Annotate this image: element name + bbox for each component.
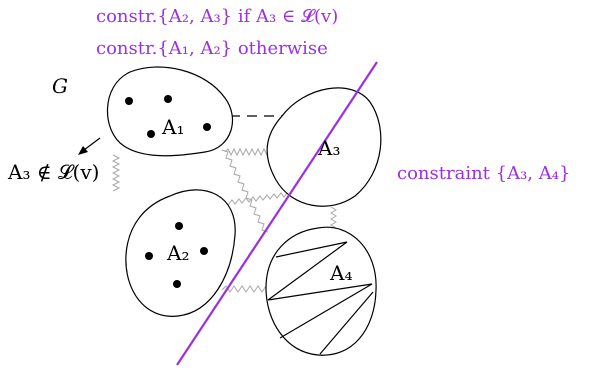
arrow-head bbox=[78, 146, 88, 155]
blob-a3 bbox=[266, 87, 382, 207]
constraint-label-line2: constr.{A₁, A₂} otherwise bbox=[96, 38, 328, 59]
vertex bbox=[145, 252, 153, 260]
constraint-right-label: constraint {A₃, A₄} bbox=[397, 163, 571, 184]
blob-a4 bbox=[265, 226, 377, 356]
wavy-edge-a2-a3 bbox=[227, 191, 292, 206]
block-label-a3: A₃ bbox=[318, 136, 341, 160]
vertex bbox=[147, 130, 155, 138]
graph-label: G bbox=[52, 74, 68, 98]
vertex bbox=[175, 222, 183, 230]
arrow-shaft bbox=[83, 137, 101, 151]
wavy-edge-a1-a2 bbox=[111, 154, 121, 192]
not-in-list-label: A₃ ∉ 𝓛(v) bbox=[8, 160, 100, 184]
vertex bbox=[125, 97, 133, 105]
vertex bbox=[203, 123, 211, 131]
block-label-a4: A₄ bbox=[330, 261, 353, 285]
constraint-label-line1: constr.{A₂, A₃} if A₃ ∈ 𝓛(v) bbox=[96, 6, 339, 27]
vertex bbox=[164, 95, 172, 103]
block-label-a2: A₂ bbox=[167, 241, 190, 265]
block-label-a1: A₁ bbox=[162, 115, 185, 139]
blob-a1 bbox=[106, 66, 233, 157]
blob-a2 bbox=[125, 189, 236, 317]
vertex bbox=[200, 247, 208, 255]
constraint-line bbox=[176, 61, 378, 366]
a4-triangulation bbox=[267, 241, 374, 355]
vertex bbox=[173, 280, 181, 288]
wavy-edge-a2-a4 bbox=[221, 285, 271, 293]
wavy-edge-a1-a4 bbox=[221, 149, 269, 233]
wavy-edge-a3-a4 bbox=[330, 206, 337, 232]
